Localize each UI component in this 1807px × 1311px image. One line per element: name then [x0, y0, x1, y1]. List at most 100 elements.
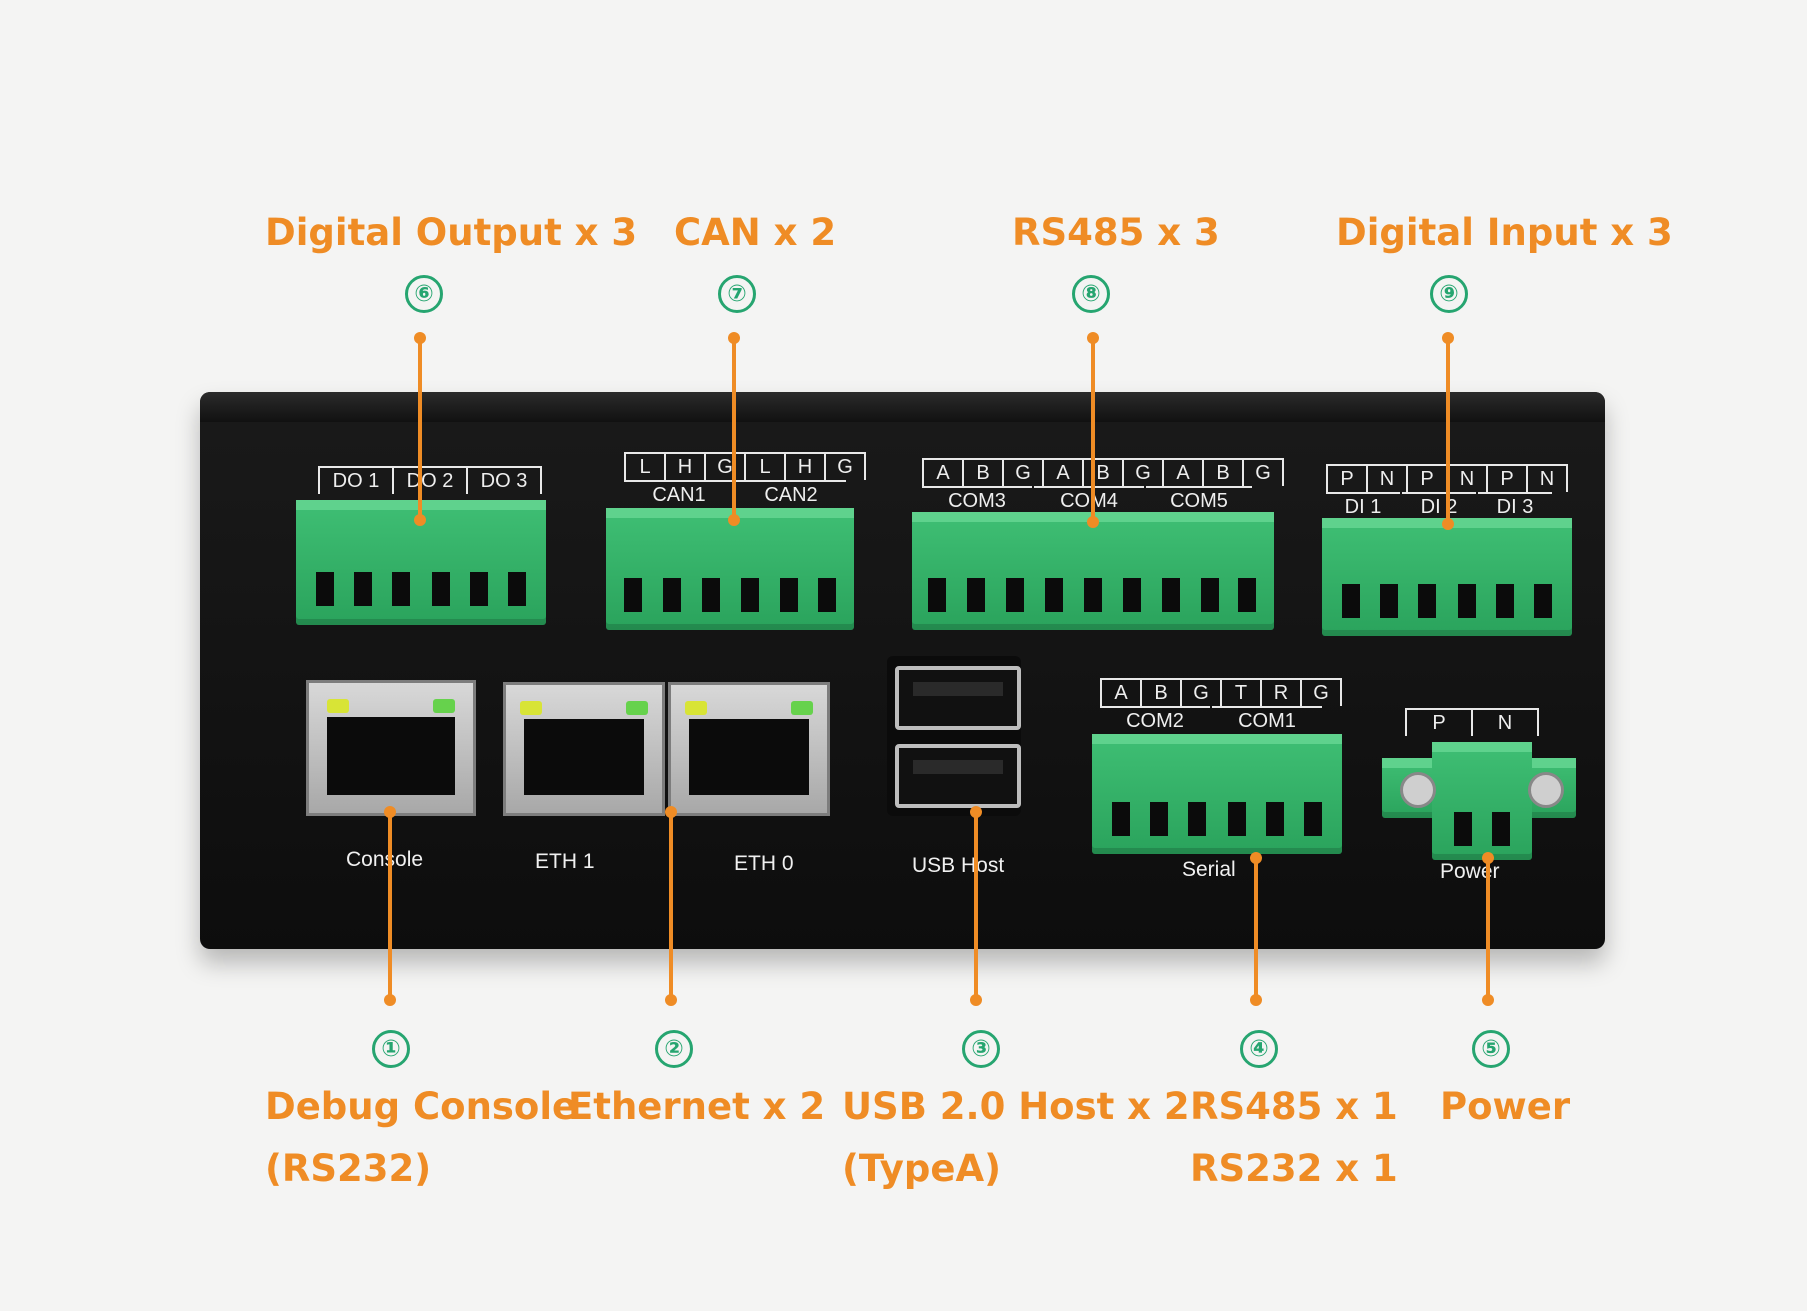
pin-label: H [784, 452, 826, 480]
callout-number: ⑤ [1472, 1030, 1510, 1068]
pin-label: A [922, 458, 964, 486]
pin-label: A [1100, 678, 1142, 706]
status-led [626, 701, 648, 715]
serial-port-label: Serial [1182, 858, 1236, 881]
callout-number: ② [655, 1030, 693, 1068]
pin-label: N [1366, 464, 1408, 492]
rs485-group-label: COM5 [1146, 486, 1252, 514]
leader-line [732, 338, 736, 520]
ethernet-label: Ethernet x 2 [568, 1085, 826, 1128]
eth1-port-label: ETH 1 [535, 850, 595, 873]
leader-dot [1087, 516, 1099, 528]
pin-label: G [1300, 678, 1342, 706]
rs485-group-label: COM3 [922, 486, 1032, 514]
pin-label: P [1326, 464, 1368, 492]
status-led [520, 701, 542, 715]
di-terminal-block [1322, 518, 1572, 636]
leader-dot [384, 994, 396, 1006]
callout-number: ③ [962, 1030, 1000, 1068]
pin-label: N [1526, 464, 1568, 492]
digital-input-label: Digital Input x 3 [1336, 211, 1673, 254]
leader-line [1486, 858, 1490, 998]
pin-label: H [664, 452, 706, 480]
console-port-label: Console [346, 848, 424, 871]
device-top-rim [200, 392, 1605, 422]
leader-line [1091, 338, 1095, 522]
eth1-rj45-port[interactable] [503, 682, 665, 816]
usb-host-sublabel: (TypeA) [842, 1147, 1002, 1190]
leader-line [669, 812, 673, 998]
rs485-pin-labels: A B G A B G A B G [922, 458, 1284, 486]
can-pin-labels: L H G L H G [624, 452, 866, 480]
power-plug [1432, 742, 1532, 860]
callout-number: ⑥ [405, 275, 443, 313]
power-port-label: Power [1440, 860, 1500, 883]
status-led [433, 699, 455, 713]
do-pin-labels: DO 1 DO 2 DO 3 [318, 466, 542, 494]
leader-dot [1482, 994, 1494, 1006]
rs485-top-label: RS485 x 3 [1012, 211, 1220, 254]
leader-dot [728, 514, 740, 526]
rs485-group-label: COM4 [1034, 486, 1144, 514]
power-pin-labels: P N [1405, 708, 1539, 736]
pin-label: B [1082, 458, 1124, 486]
callout-number: ① [372, 1030, 410, 1068]
leader-line [974, 812, 978, 998]
di-group-label: DI 3 [1478, 492, 1552, 520]
pin-label: R [1260, 678, 1302, 706]
serial-terminal-block [1092, 734, 1342, 854]
leader-dot [1250, 994, 1262, 1006]
rs485-terminal-block [912, 512, 1274, 630]
can-group-label: CAN2 [736, 480, 846, 508]
leader-line [418, 338, 422, 520]
usb-port[interactable] [895, 744, 1021, 808]
serial-group-label: COM2 [1100, 706, 1210, 734]
di-group-label: DI 2 [1402, 492, 1476, 520]
leader-line [388, 812, 392, 998]
di-pin-labels: P N P N P N [1326, 464, 1568, 492]
pin-label: T [1220, 678, 1262, 706]
pin-label: G [1002, 458, 1044, 486]
pin-label: DO 2 [392, 466, 468, 494]
serial-label: RS485 x 1 [1190, 1085, 1398, 1128]
digital-output-label: Digital Output x 3 [265, 211, 638, 254]
usb-port-label: USB Host [912, 854, 1005, 877]
pin-label: L [624, 452, 666, 480]
pin-label: G [824, 452, 866, 480]
serial-pin-labels: A B G T R G [1100, 678, 1342, 706]
usb-host-label: USB 2.0 Host x 2 [842, 1085, 1190, 1128]
pin-label: A [1042, 458, 1084, 486]
pin-label: B [1202, 458, 1244, 486]
pin-label: DO 1 [318, 466, 394, 494]
di-group-label: DI 1 [1326, 492, 1400, 520]
pin-label: DO 3 [466, 466, 542, 494]
serial-group-label: COM1 [1212, 706, 1322, 734]
can-group-label: CAN1 [624, 480, 734, 508]
pin-label: B [962, 458, 1004, 486]
leader-line [1446, 338, 1450, 524]
leader-line [1254, 858, 1258, 998]
status-led [685, 701, 707, 715]
pin-label: N [1446, 464, 1488, 492]
screw [1400, 772, 1436, 808]
pin-label: P [1405, 708, 1473, 736]
status-led [791, 701, 813, 715]
pin-label: B [1140, 678, 1182, 706]
pin-label: P [1406, 464, 1448, 492]
usb-host-stack [887, 656, 1021, 816]
pin-label: P [1486, 464, 1528, 492]
eth0-rj45-port[interactable] [668, 682, 830, 816]
pin-label: G [704, 452, 746, 480]
pin-label: G [1242, 458, 1284, 486]
callout-number: ⑧ [1072, 275, 1110, 313]
screw [1528, 772, 1564, 808]
callout-number: ④ [1240, 1030, 1278, 1068]
usb-port[interactable] [895, 666, 1021, 730]
leader-dot [1442, 518, 1454, 530]
leader-dot [665, 994, 677, 1006]
power-label: Power [1440, 1085, 1571, 1128]
eth0-port-label: ETH 0 [734, 852, 794, 875]
debug-console-sublabel: (RS232) [265, 1147, 432, 1190]
console-rj45-port[interactable] [306, 680, 476, 816]
